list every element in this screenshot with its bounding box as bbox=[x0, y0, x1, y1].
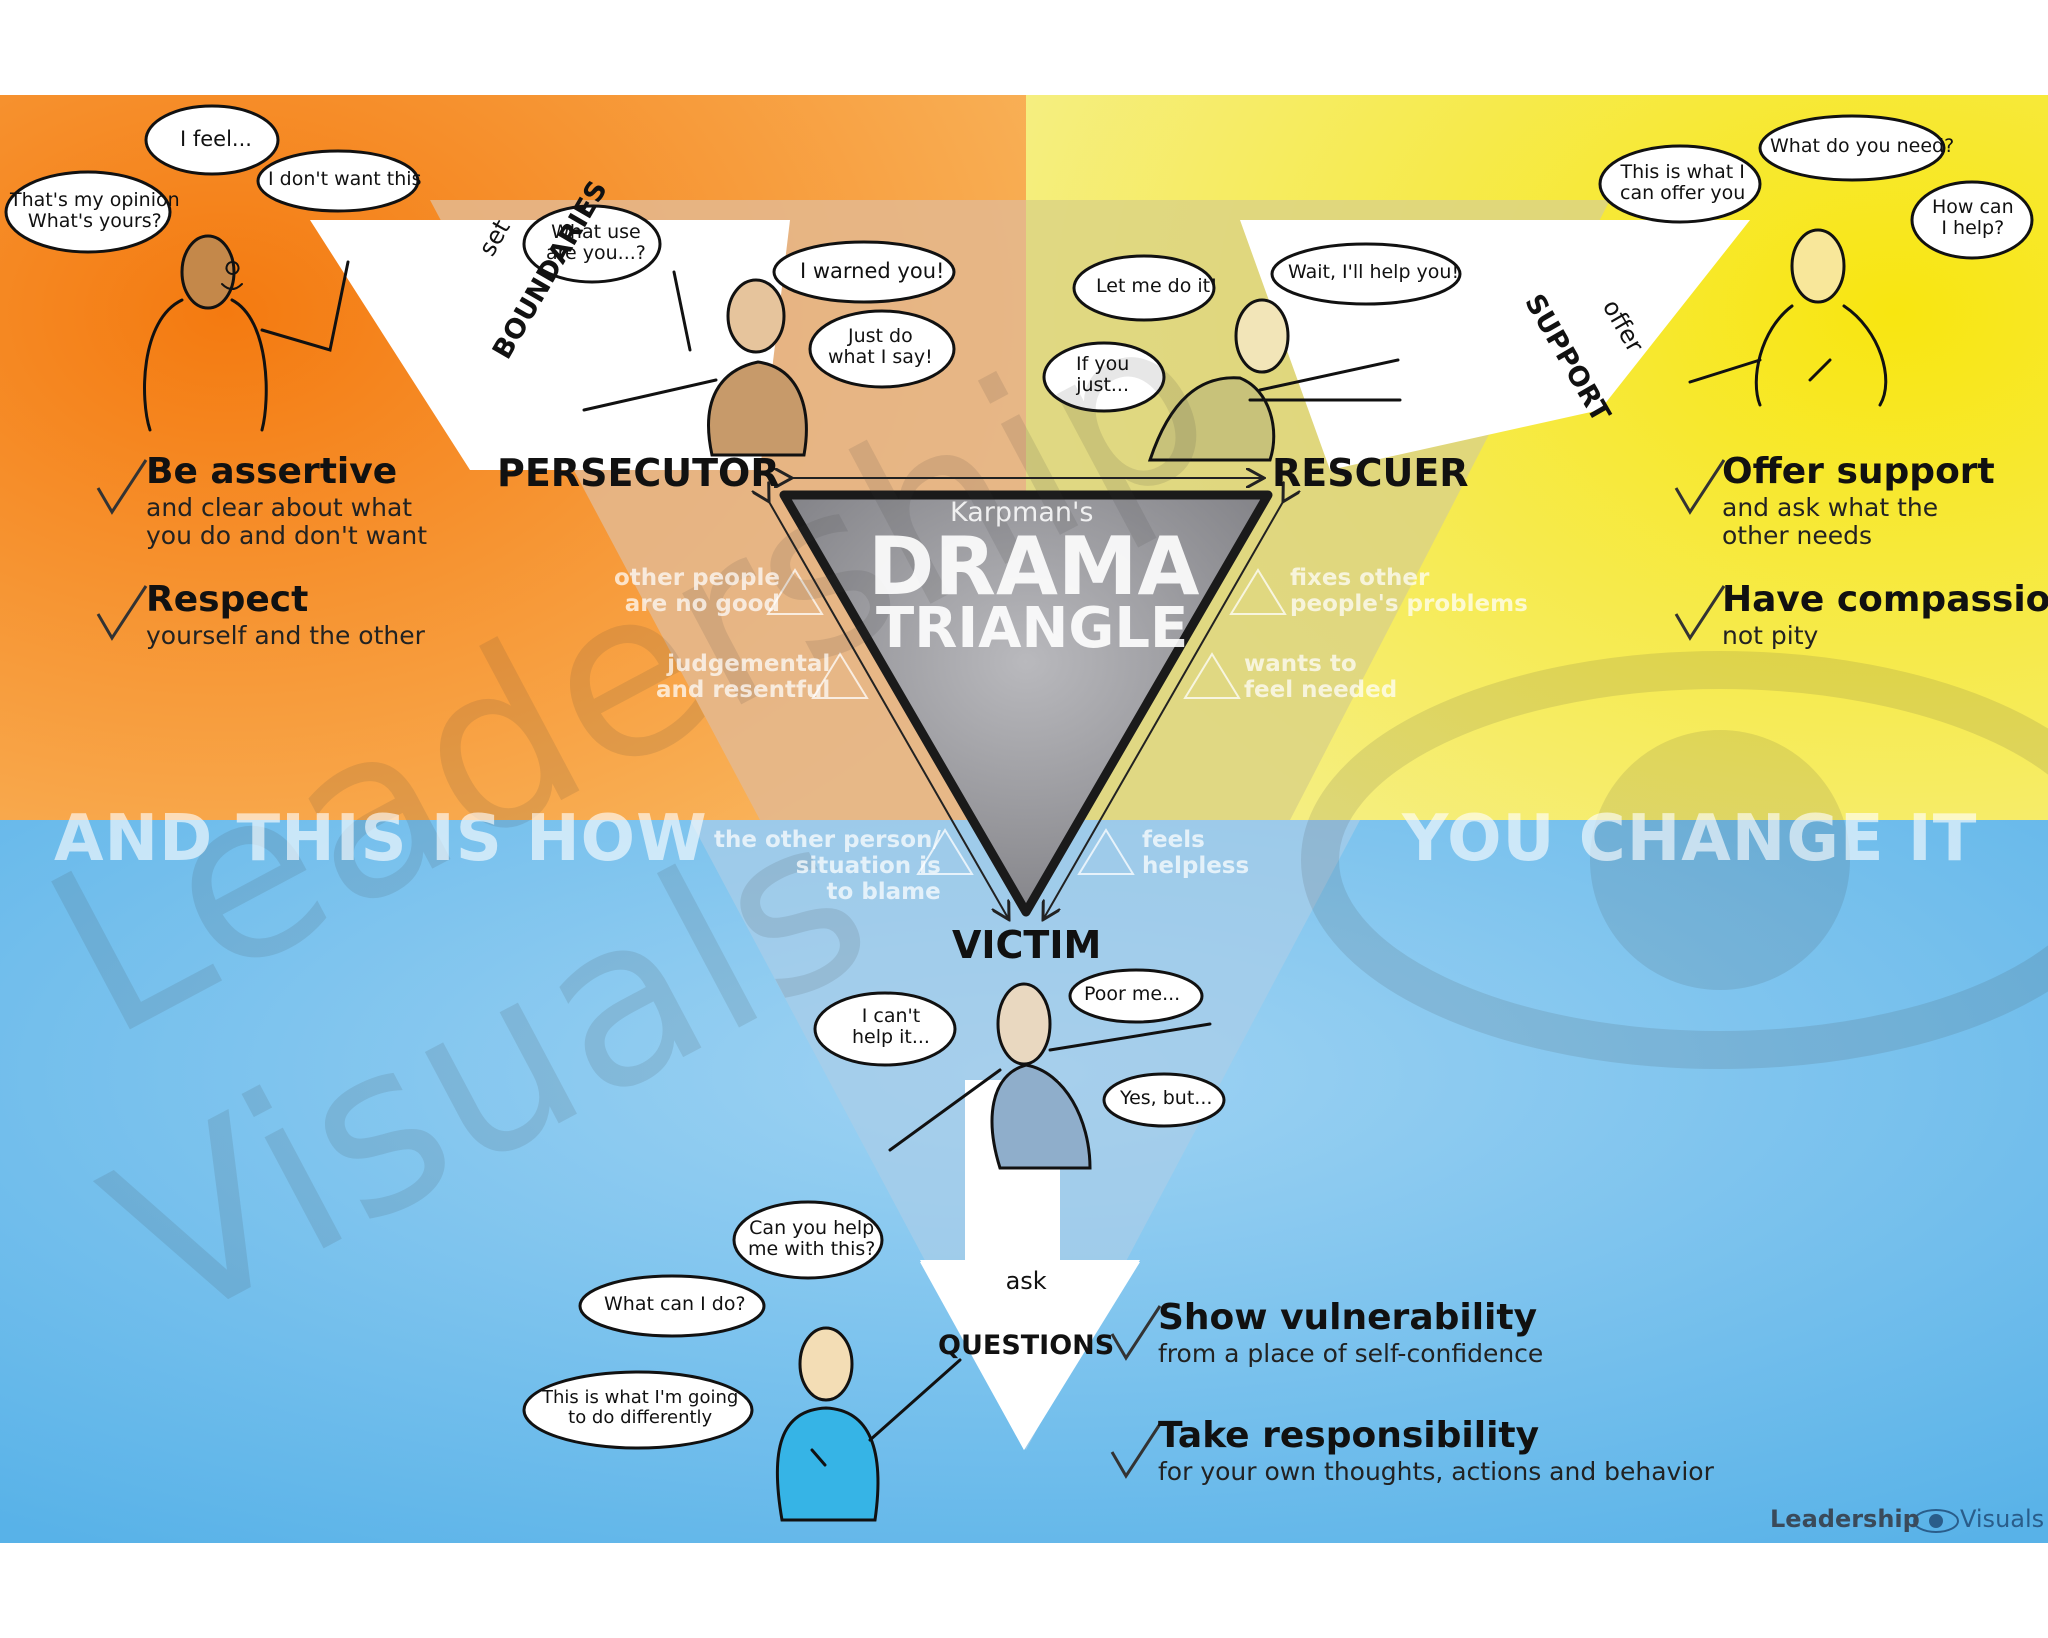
warning-icon bbox=[916, 828, 974, 875]
bubble-text: Let me do it! bbox=[1096, 275, 1218, 297]
warning-rescuer-2: wants to feel needed bbox=[1244, 651, 1398, 703]
warning-icon bbox=[1229, 568, 1287, 615]
questions-label: ask QUESTIONS bbox=[938, 1232, 1114, 1379]
boundaries-arrow bbox=[310, 220, 790, 470]
speech-bubble bbox=[578, 1274, 766, 1338]
tip-vulnerability-sub: from a place of self-confidence bbox=[1158, 1339, 1544, 1368]
bubble-text: Can you help me with this? bbox=[748, 1217, 876, 1261]
check-icon bbox=[96, 585, 148, 641]
bubble-text: Just do what I say! bbox=[828, 325, 933, 369]
speech-bubble bbox=[522, 1370, 754, 1450]
tip-support-head: Offer support bbox=[1722, 451, 1995, 492]
tip-respect-head: Respect bbox=[146, 579, 309, 620]
questions-arrow-head bbox=[920, 1262, 1140, 1450]
brand-pupil-icon bbox=[1929, 1514, 1943, 1528]
support-figure bbox=[1688, 228, 1888, 407]
speech-bubble bbox=[144, 104, 280, 176]
arrow-persecutor-victim bbox=[768, 500, 1008, 918]
check-icon bbox=[1110, 1305, 1162, 1361]
check-icon bbox=[1674, 585, 1726, 641]
questions-figure bbox=[775, 1326, 962, 1522]
speech-bubble bbox=[522, 204, 662, 284]
warning-rescuer-1: fixes other people's problems bbox=[1290, 565, 1528, 617]
speech-bubble bbox=[1068, 968, 1204, 1024]
speech-bubble bbox=[1102, 1072, 1226, 1128]
bubble-text: This is what I can offer you bbox=[1620, 161, 1746, 205]
bubble-text: This is what I'm going to do differently bbox=[542, 1387, 739, 1429]
tip-assertive-sub: and clear about what you do and don't wa… bbox=[146, 493, 428, 550]
assertive-figure bbox=[143, 234, 350, 432]
victim-figure bbox=[888, 982, 1212, 1170]
speech-bubble bbox=[772, 240, 956, 304]
warning-icon bbox=[766, 568, 824, 615]
bubble-text: What can I do? bbox=[604, 1293, 746, 1315]
tip-responsibility-sub: for your own thoughts, actions and behav… bbox=[1158, 1457, 1714, 1486]
speech-bubble bbox=[1910, 180, 2034, 260]
check-icon bbox=[1674, 459, 1726, 515]
warning-victim-1: the other person/ situation is to blame bbox=[714, 827, 941, 905]
speech-bubble bbox=[1598, 144, 1762, 224]
speech-bubble bbox=[813, 991, 957, 1067]
warning-icon bbox=[811, 652, 869, 699]
bubble-text: I can't help it... bbox=[852, 1005, 930, 1049]
bubble-text: I warned you! bbox=[800, 259, 945, 283]
warning-victim-2: feels helpless bbox=[1142, 827, 1250, 879]
speech-bubble bbox=[4, 170, 172, 254]
speech-bubble bbox=[732, 1200, 884, 1280]
speech-bubble bbox=[1270, 242, 1462, 306]
tip-vulnerability-head: Show vulnerability bbox=[1158, 1297, 1538, 1338]
bubble-text: Yes, but... bbox=[1120, 1087, 1213, 1109]
warning-persecutor-1: other people are no good bbox=[614, 565, 780, 617]
watermark-pupil-icon bbox=[1590, 730, 1850, 990]
tip-compassion-sub: not pity bbox=[1722, 621, 1819, 650]
bubble-text: What do you need? bbox=[1770, 135, 1955, 157]
role-victim: VICTIM bbox=[952, 923, 1102, 967]
tip-assertive-head: Be assertive bbox=[146, 451, 398, 492]
bubble-text: I don't want this bbox=[268, 168, 422, 190]
title-subtitle: Karpman's bbox=[950, 497, 1094, 528]
persecutor-figure bbox=[582, 270, 808, 457]
brand-left: Leadership bbox=[1770, 1505, 1920, 1533]
questions-small: ask bbox=[1005, 1266, 1047, 1295]
arrow-rescuer-victim bbox=[1044, 500, 1284, 918]
rescuer-figure bbox=[1147, 298, 1402, 462]
title-line1: DRAMA bbox=[868, 520, 1200, 613]
speech-bubble bbox=[1042, 341, 1166, 413]
speech-bubble bbox=[1758, 114, 1946, 182]
tip-support-sub: and ask what the other needs bbox=[1722, 493, 1939, 550]
check-icon bbox=[96, 459, 148, 515]
bubble-text: How can I help? bbox=[1932, 196, 2014, 240]
brand-right: Visuals bbox=[1960, 1505, 2045, 1533]
speech-bubble bbox=[256, 149, 420, 213]
role-rescuer: RESCUER bbox=[1272, 451, 1469, 495]
warning-icon bbox=[1077, 828, 1135, 875]
bubble-text: If you just... bbox=[1076, 353, 1130, 397]
bubble-text: I feel... bbox=[180, 127, 252, 151]
questions-big: QUESTIONS bbox=[938, 1329, 1115, 1361]
banner-left: AND THIS IS HOW bbox=[54, 802, 708, 876]
title-line2: TRIANGLE bbox=[876, 596, 1189, 661]
brand-eye-icon bbox=[1913, 1509, 1959, 1533]
speech-bubble bbox=[808, 309, 956, 389]
watermark-eye-icon bbox=[1301, 651, 2048, 1069]
bubble-text: That's my opinion What's yours? bbox=[10, 189, 180, 233]
check-icon bbox=[1110, 1423, 1162, 1479]
tip-responsibility-head: Take responsibility bbox=[1158, 1415, 1540, 1456]
warning-icon bbox=[1183, 652, 1241, 699]
bubble-text: Wait, I'll help you! bbox=[1288, 261, 1460, 283]
speech-bubble bbox=[1072, 254, 1216, 322]
bubble-text: Poor me... bbox=[1084, 983, 1181, 1005]
role-persecutor: PERSECUTOR bbox=[497, 451, 780, 495]
banner-right: YOU CHANGE IT bbox=[1402, 802, 1978, 876]
warning-persecutor-2: judgemental and resentful bbox=[656, 651, 831, 703]
tip-respect-sub: yourself and the other bbox=[146, 621, 425, 650]
bubble-text: What use are you...? bbox=[546, 221, 646, 265]
